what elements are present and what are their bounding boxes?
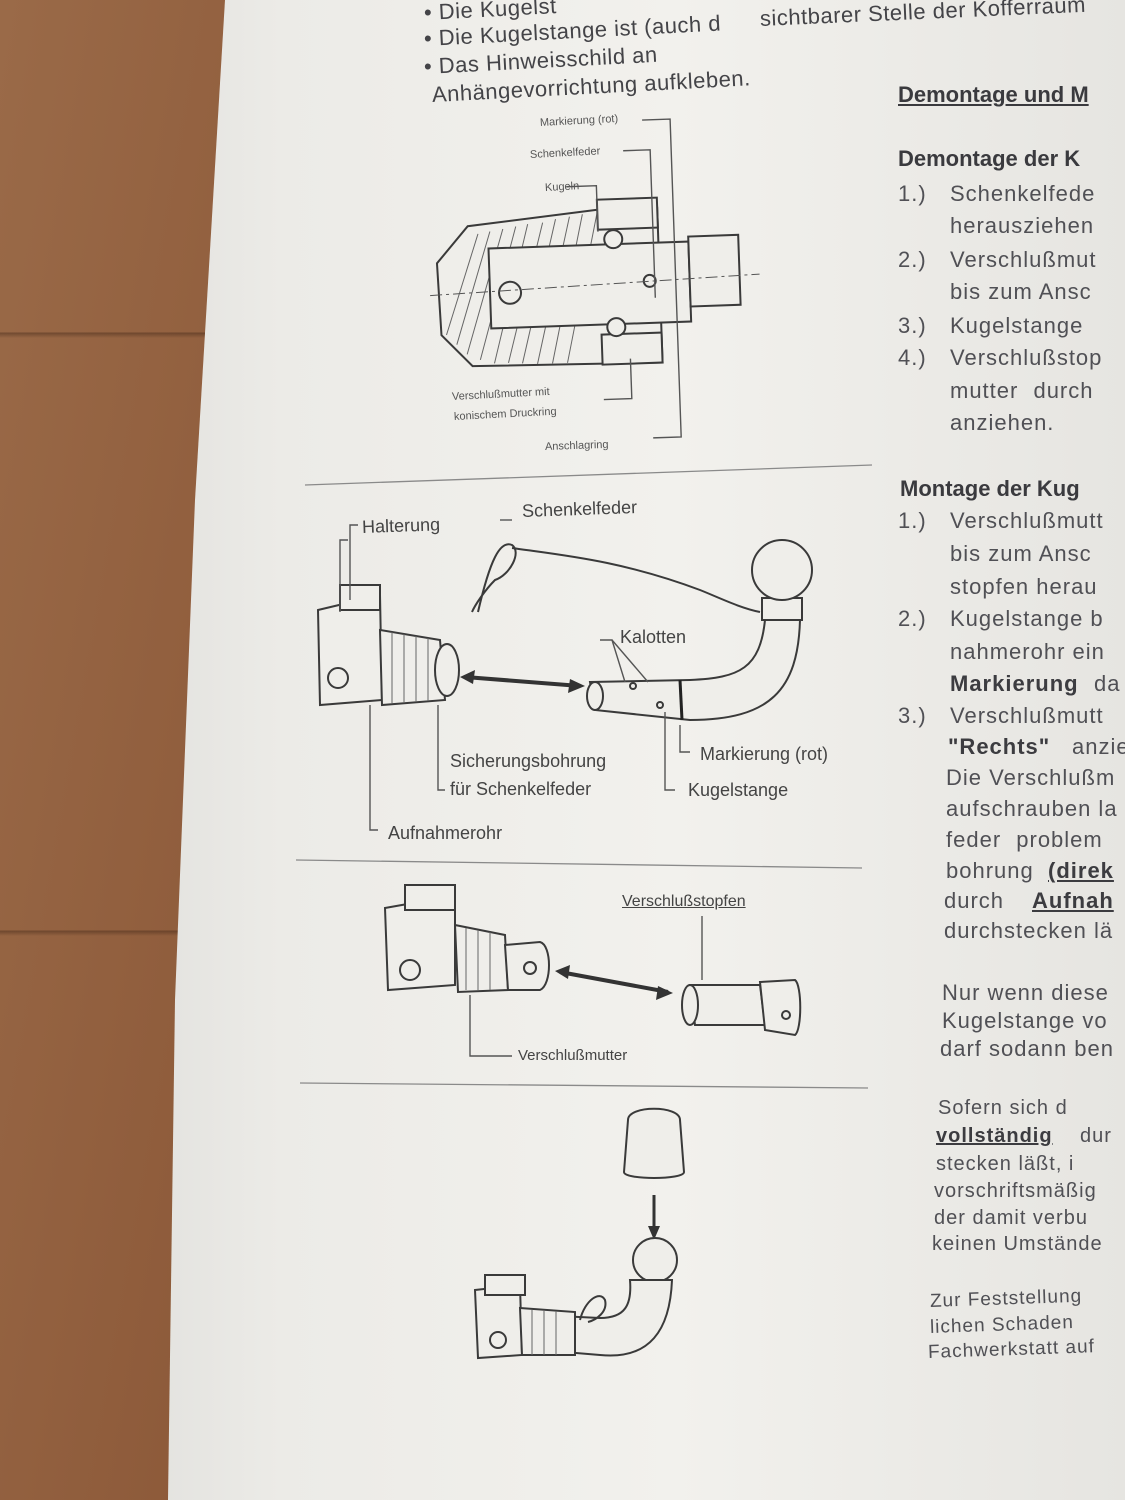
list-text: Kugelstange b <box>950 606 1104 631</box>
list-text: Verschlußmut <box>950 247 1097 272</box>
paragraph-line: Fachwerkstatt auf <box>927 1336 1096 1363</box>
label-sicherungsbohrung: Sicherungsbohrung <box>450 751 607 771</box>
paragraph-line: darf sodann ben <box>940 1036 1115 1061</box>
paragraph-line: vollständig <box>936 1125 1053 1147</box>
cap-on-ball-drawing <box>473 1107 686 1360</box>
ball-bar-assembly-drawing <box>316 519 813 831</box>
paragraph-line: lichen Schaden <box>929 1311 1075 1338</box>
list-number: 1.) <box>898 508 927 533</box>
paragraph-line: stecken läßt, i <box>936 1153 1075 1175</box>
list-text: (direk <box>1048 858 1114 883</box>
section-title: Demontage und M <box>898 82 1089 107</box>
separator-line <box>299 1082 869 1089</box>
plug-drawing <box>383 884 802 1057</box>
label-aufnahmerohr: Aufnahmerohr <box>388 823 503 843</box>
list-text: Die Verschlußm <box>946 765 1116 790</box>
separator-line <box>304 464 873 486</box>
paragraph-line: keinen Umstände <box>932 1233 1103 1255</box>
separator-line <box>295 859 863 869</box>
paragraph-line: Sofern sich d <box>938 1097 1068 1119</box>
paragraph-line: dur <box>1080 1125 1112 1147</box>
list-number: 4.) <box>898 345 927 370</box>
demontage-heading: Demontage der K <box>898 146 1081 171</box>
list-text: Markierung <box>950 671 1079 696</box>
label-markierung-rot: Markierung (rot) <box>700 744 829 764</box>
list-number: 3.) <box>898 703 927 728</box>
paragraph-line: Zur Feststellung <box>929 1285 1083 1312</box>
paragraph-line: Nur wenn diese <box>942 980 1109 1005</box>
list-number: 1.) <box>898 181 927 206</box>
list-text: Kugelstange <box>950 313 1084 338</box>
list-text: durch <box>944 888 1005 913</box>
list-text: anzie <box>1072 734 1125 759</box>
paragraph-line: Kugelstange vo <box>942 1008 1108 1033</box>
list-text: Schenkelfede <box>950 181 1096 206</box>
list-text: stopfen herau <box>950 574 1098 599</box>
label-verschlussmutter: Verschlußmutter <box>518 1047 628 1064</box>
list-text: mutter durch <box>950 378 1094 403</box>
list-text: anziehen. <box>950 410 1055 435</box>
list-text: Verschlußmutt <box>950 703 1104 728</box>
list-text: Verschlußmutt <box>950 508 1104 533</box>
list-text: bis zum Ansc <box>950 279 1092 304</box>
list-text: nahmerohr ein <box>950 639 1105 664</box>
list-text: "Rechts" <box>948 734 1051 759</box>
list-text: durchstecken lä <box>944 918 1114 943</box>
montage-heading: Montage der Kug <box>900 476 1080 501</box>
list-number: 2.) <box>898 247 927 272</box>
list-text: bohrung <box>946 858 1034 883</box>
list-text: herausziehen <box>950 213 1095 238</box>
paragraph-line: vorschriftsmäßig <box>934 1180 1097 1202</box>
list-text: aufschrauben la <box>946 796 1118 821</box>
list-text: Aufnah <box>1032 888 1114 913</box>
list-text: Verschlußstop <box>950 345 1103 370</box>
list-number: 2.) <box>898 606 927 631</box>
label-kalotten: Kalotten <box>620 627 687 647</box>
cross-section-drawing <box>430 118 760 439</box>
label-fuer-schenkelfeder: für Schenkelfeder <box>450 779 592 799</box>
list-number: 3.) <box>898 313 927 338</box>
list-text: bis zum Ansc <box>950 541 1092 566</box>
label-kugelstange: Kugelstange <box>688 780 789 800</box>
list-text: da <box>1094 671 1121 696</box>
list-text: feder problem <box>946 827 1103 852</box>
label-verschlussstopfen: Verschlußstopfen <box>622 893 746 910</box>
paragraph-line: der damit verbu <box>934 1207 1088 1229</box>
